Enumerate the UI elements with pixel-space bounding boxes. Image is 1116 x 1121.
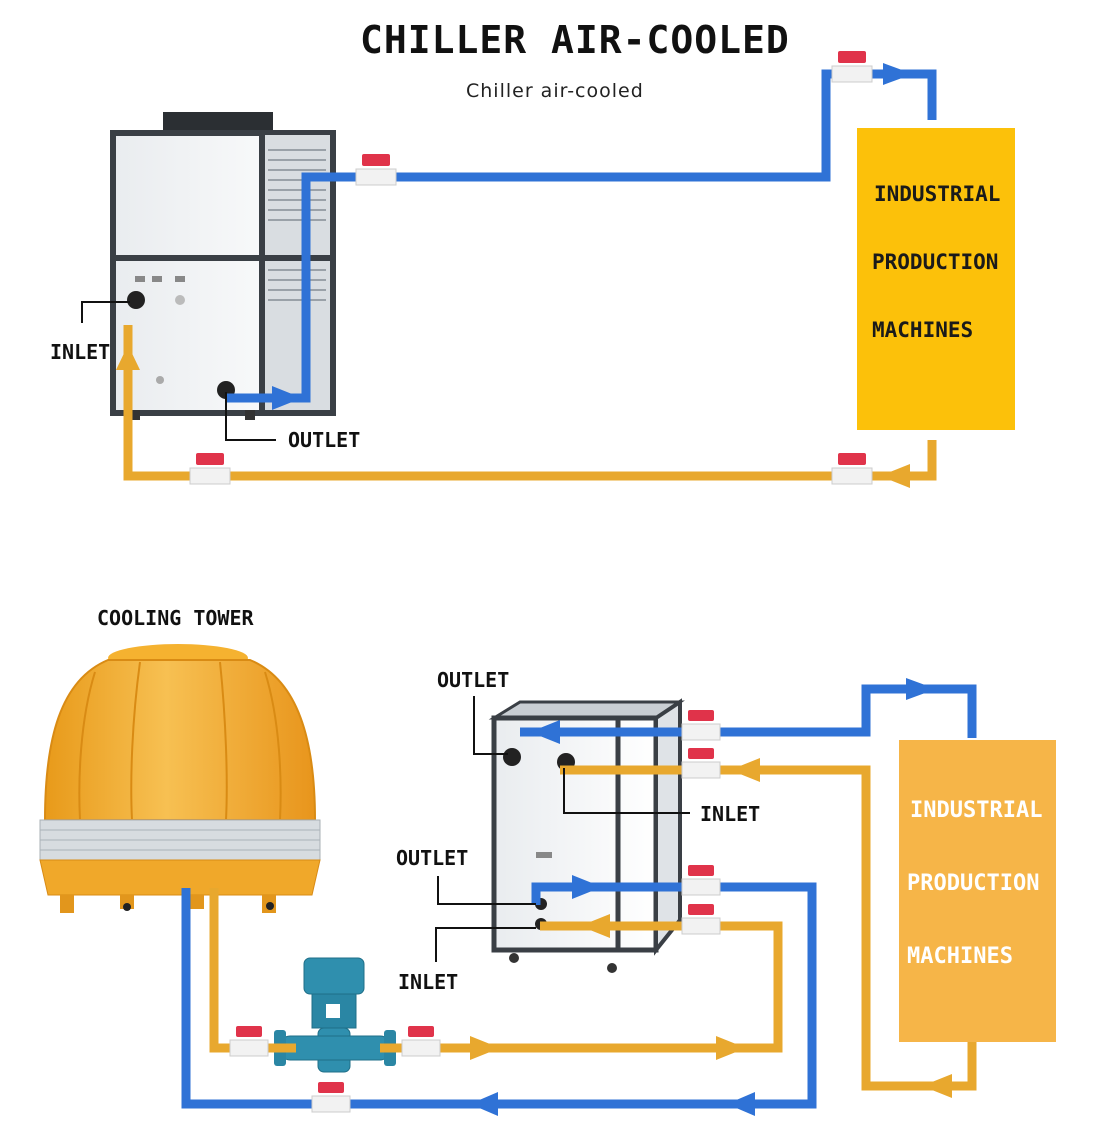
flow-arrow-icon: [883, 63, 913, 85]
valve-icon: [831, 51, 873, 83]
machine-label-top: INDUSTRIAL PRODUCTION MACHINES: [872, 160, 1001, 364]
machine-line: PRODUCTION: [872, 250, 999, 274]
machine-line: INDUSTRIAL: [874, 182, 1001, 206]
industrial-machine-box-top: [857, 128, 1015, 430]
outlet-leader-line: [225, 392, 276, 441]
flow-arrow-icon: [572, 875, 602, 899]
condenser-outlet-pipe-blue: [531, 882, 682, 905]
valve-icon: [681, 748, 721, 779]
page-title: CHILLER AIR-COOLED: [360, 18, 790, 62]
outlet-top-leader-line: [473, 696, 508, 755]
machine-line: INDUSTRIAL: [910, 798, 1043, 823]
machine-line: PRODUCTION: [907, 871, 1040, 896]
outlet-bottom-leader-line: [437, 876, 536, 905]
condenser-supply-pipe-orange-a: [380, 921, 783, 1053]
cooling-tower-label: COOLING TOWER: [97, 606, 254, 630]
valve-icon: [189, 453, 231, 485]
valve-icon: [311, 1082, 351, 1113]
valve-icon: [681, 865, 721, 896]
flow-arrow-icon: [580, 914, 610, 938]
water-cooled-chiller-unit: [488, 698, 685, 973]
tower-return-pipe-blue: [181, 882, 817, 1109]
flow-arrow-icon: [727, 1092, 755, 1116]
inlet-bottom-leader-line: [435, 927, 536, 962]
flow-arrow-icon: [530, 720, 560, 744]
valve-icon: [355, 154, 397, 186]
valve-icon: [401, 1026, 441, 1057]
return-pipe-orange: [123, 325, 937, 481]
page-subtitle: Chiller air-cooled: [466, 80, 644, 102]
flow-arrow-icon: [116, 345, 140, 370]
flow-arrow-icon: [470, 1092, 498, 1116]
flow-arrow-icon: [272, 386, 302, 410]
inlet-top-leader-line: [563, 768, 690, 814]
air-cooled-chiller-unit: [110, 112, 336, 420]
flow-arrow-icon: [906, 678, 936, 700]
machine-line: MACHINES: [872, 318, 974, 342]
flow-arrow-icon: [922, 1074, 952, 1098]
tower-supply-pipe-orange: [209, 888, 296, 1053]
supply-pipe-blue: [226, 69, 937, 403]
flow-arrow-icon: [716, 1036, 746, 1060]
machine-line: MACHINES: [907, 944, 1013, 969]
machine-label-bottom: INDUSTRIAL PRODUCTION MACHINES: [907, 774, 1043, 993]
flow-arrow-icon: [880, 464, 910, 488]
outlet-label-bottom-lower: OUTLET: [396, 846, 469, 870]
chilled-supply-pipe-blue: [520, 684, 977, 738]
valve-icon: [681, 710, 721, 741]
outlet-label-top: OUTLET: [288, 428, 361, 452]
valve-icon: [681, 904, 721, 935]
valve-icon: [831, 453, 873, 485]
outlet-label-bottom-top: OUTLET: [437, 668, 510, 692]
inlet-label-bottom-top: INLET: [700, 802, 761, 826]
cooling-tower: [39, 644, 321, 913]
flow-arrow-icon: [730, 758, 760, 782]
inlet-label-bottom-lower: INLET: [398, 970, 459, 994]
chilled-return-pipe-orange: [560, 765, 977, 1091]
valve-icon: [229, 1026, 269, 1057]
inlet-leader-line: [81, 301, 130, 323]
inlet-label-top: INLET: [50, 340, 111, 364]
industrial-machine-box-bottom: [899, 740, 1056, 1042]
flow-arrow-icon: [470, 1036, 500, 1060]
water-pump: [274, 957, 396, 1073]
